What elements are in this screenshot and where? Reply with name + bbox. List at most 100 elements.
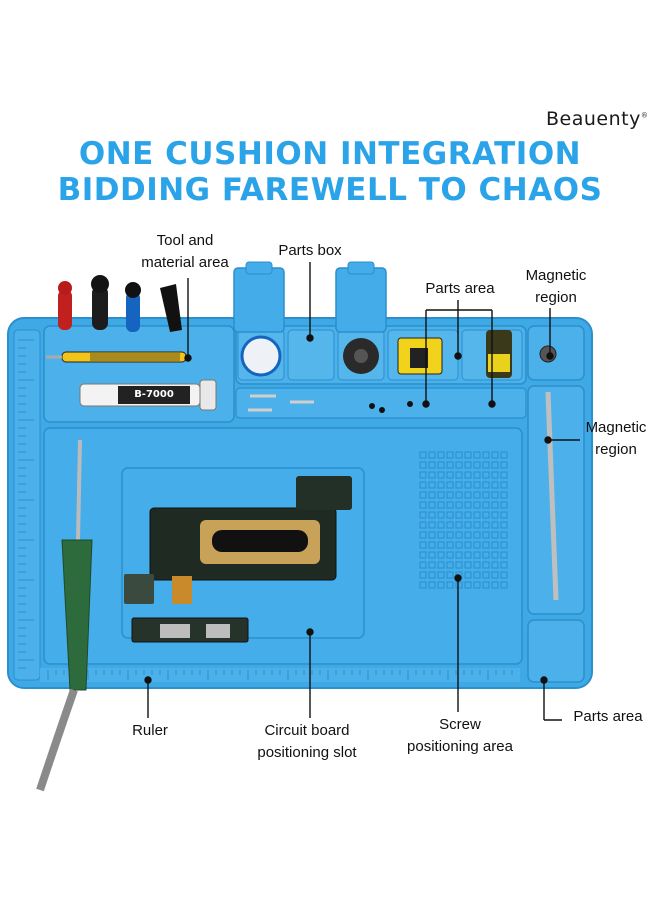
screw-slot [482, 541, 490, 549]
screw-slot [446, 541, 454, 549]
screw-slot [491, 531, 499, 539]
screw-slot [446, 531, 454, 539]
tweezers-and-spudger [46, 351, 187, 363]
screw-slot [428, 471, 436, 479]
screw-slot [419, 501, 427, 509]
screw-slot [437, 551, 445, 559]
screw-slot [428, 511, 436, 519]
headline-line-1: ONE CUSHION INTEGRATION [78, 136, 582, 172]
screw-slot [437, 451, 445, 459]
screw-slot [473, 581, 481, 589]
callout-parts-box: Parts box [278, 242, 342, 259]
screw-slot [446, 521, 454, 529]
screw-slot [491, 481, 499, 489]
callout-text: positioning slot [257, 744, 357, 761]
screw-slot [482, 561, 490, 569]
screw-slot [473, 451, 481, 459]
glue-tube [79, 379, 217, 411]
screw-slot [491, 541, 499, 549]
screw-slot [473, 481, 481, 489]
screw-slot [455, 501, 463, 509]
screw-slot [446, 451, 454, 459]
screw-slot [491, 571, 499, 579]
screw-slot [455, 531, 463, 539]
brand-logo: Beauenty® [546, 108, 648, 130]
screw-slot [419, 461, 427, 469]
screw-slot [446, 561, 454, 569]
screw-slot [464, 501, 472, 509]
screw-slot [464, 511, 472, 519]
screw-slot [428, 451, 436, 459]
callout-text: Circuit board [264, 722, 350, 739]
screw-slot [455, 581, 463, 589]
screwdriver-handles [58, 275, 182, 332]
screw-slot [500, 581, 508, 589]
screw-slot [464, 531, 472, 539]
screw-slot [491, 471, 499, 479]
screw-slot [437, 541, 445, 549]
screw-slot [446, 461, 454, 469]
parts-box-contents [240, 330, 557, 378]
screw-slot [464, 521, 472, 529]
screw-slot [464, 581, 472, 589]
screw-slot [464, 571, 472, 579]
screw-slot [500, 531, 508, 539]
spudger-tool [545, 391, 559, 601]
screw-slot [500, 491, 508, 499]
screw-slot [455, 551, 463, 559]
screw-slot [428, 521, 436, 529]
screw-slot [446, 501, 454, 509]
screw-slot [482, 581, 490, 589]
parts-area-bottom-right [527, 619, 585, 683]
screw-slot [428, 481, 436, 489]
screw-slot [437, 501, 445, 509]
screw-slot [473, 551, 481, 559]
screw-slot [428, 551, 436, 559]
screw-slot [455, 461, 463, 469]
screw-slot [482, 571, 490, 579]
screw-slot [446, 491, 454, 499]
callout-parts-area-bottom: Parts area [573, 708, 643, 725]
screw-slot [473, 561, 481, 569]
callout-magnetic-region-right: Magnetic region [576, 417, 656, 461]
screw-slot [437, 491, 445, 499]
screw-slot [491, 501, 499, 509]
loose-screws [248, 394, 413, 413]
screw-slot [473, 521, 481, 529]
brand-name: Beauenty [546, 108, 641, 130]
callout-circuit-board-slot: Circuit board positioning slot [232, 720, 382, 764]
callout-ruler: Ruler [132, 722, 168, 739]
screw-slot [491, 491, 499, 499]
screw-slot [419, 561, 427, 569]
screw-slot [455, 491, 463, 499]
screw-slot [428, 581, 436, 589]
parts-box-lid-left [233, 267, 285, 333]
screw-slot [428, 501, 436, 509]
soldering-iron [36, 439, 93, 792]
callout-magnetic-region-top: Magnetic region [506, 265, 606, 309]
screw-slot [482, 511, 490, 519]
circuit-board [124, 476, 352, 643]
screw-slot [437, 571, 445, 579]
screw-slot [455, 471, 463, 479]
glue-tube-label: B-7000 [134, 389, 174, 400]
screw-slot [437, 521, 445, 529]
screw-slot [473, 541, 481, 549]
screw-slot [482, 451, 490, 459]
screw-slot [419, 521, 427, 529]
magnetic-region-right [527, 385, 585, 615]
screw-positioning-grid [419, 451, 508, 589]
screw-slot [491, 511, 499, 519]
screw-slot [428, 541, 436, 549]
screw-slot [419, 551, 427, 559]
screw-slot [473, 511, 481, 519]
screw-slot [455, 561, 463, 569]
screw-slot [455, 451, 463, 459]
screw-slot [437, 471, 445, 479]
screw-slot [437, 581, 445, 589]
callout-screw-positioning-area: Screw positioning area [388, 714, 532, 758]
screw-slot [455, 521, 463, 529]
screw-slot [491, 451, 499, 459]
registered-mark: ® [640, 111, 649, 120]
screw-slot [446, 511, 454, 519]
